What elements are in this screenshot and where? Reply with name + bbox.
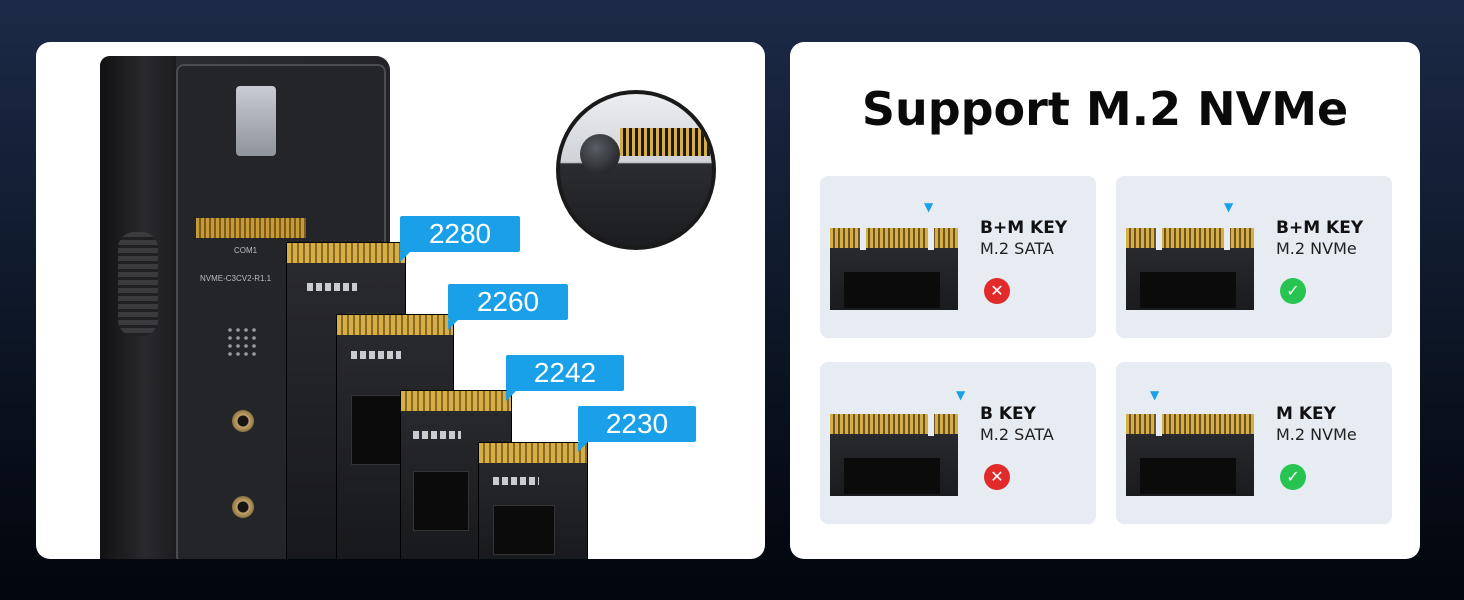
compat-card: ▼ M KEY M.2 NVMe ✓ [1116, 362, 1392, 524]
ssd-2230 [478, 442, 588, 559]
interface-label: M.2 NVMe [1276, 425, 1357, 444]
compatibility-panel: Support M.2 NVMe ▼ B+M KEY M.2 SATA ✕ ▼ … [790, 42, 1420, 559]
thumbscrew-icon [580, 134, 620, 174]
interface-label: M.2 NVMe [1276, 239, 1357, 258]
size-tag-2242: 2242 [506, 355, 624, 401]
key-pointer-icon: ▼ [924, 200, 934, 214]
product-image-panel: COM1 NVME-C3CV2-R1.1 2280 2260 2242 2230 [36, 42, 765, 559]
silk-board-id: NVME-C3CV2-R1.1 [200, 274, 272, 283]
size-tag-2260: 2260 [448, 284, 568, 330]
led-dots [226, 326, 260, 360]
compat-card: ▼ B+M KEY M.2 SATA ✕ [820, 176, 1096, 338]
cross-icon: ✕ [984, 278, 1010, 304]
standoff-screw [232, 410, 254, 432]
standoff-screw [232, 496, 254, 518]
compat-card: ▼ B+M KEY M.2 NVMe ✓ [1116, 176, 1392, 338]
m2-card-image [830, 414, 958, 496]
m2-card-image [1126, 228, 1254, 310]
key-pointer-icon: ▼ [1150, 388, 1160, 402]
m2-card-image [830, 228, 958, 310]
key-label: M KEY [1276, 404, 1336, 424]
size-tag-2230: 2230 [578, 406, 696, 452]
interface-label: M.2 SATA [980, 425, 1054, 444]
check-icon: ✓ [1280, 464, 1306, 490]
cross-icon: ✕ [984, 464, 1010, 490]
size-tag-2280: 2280 [400, 216, 520, 262]
key-label: B+M KEY [1276, 218, 1364, 238]
m2-connector [196, 218, 306, 238]
compat-card: ▼ B KEY M.2 SATA ✕ [820, 362, 1096, 524]
key-label: B+M KEY [980, 218, 1068, 238]
check-icon: ✓ [1280, 278, 1306, 304]
key-pointer-icon: ▼ [1224, 200, 1234, 214]
m2-card-image [1126, 414, 1254, 496]
panel-title: Support M.2 NVMe [861, 82, 1349, 136]
pcb-detail [620, 128, 710, 156]
key-pointer-icon: ▼ [956, 388, 966, 402]
zoom-detail-circle [556, 90, 716, 250]
usb-c-port [236, 86, 276, 156]
lock-slider [118, 232, 158, 336]
interface-label: M.2 SATA [980, 239, 1054, 258]
silk-com1: COM1 [234, 246, 258, 255]
key-label: B KEY [980, 404, 1036, 424]
